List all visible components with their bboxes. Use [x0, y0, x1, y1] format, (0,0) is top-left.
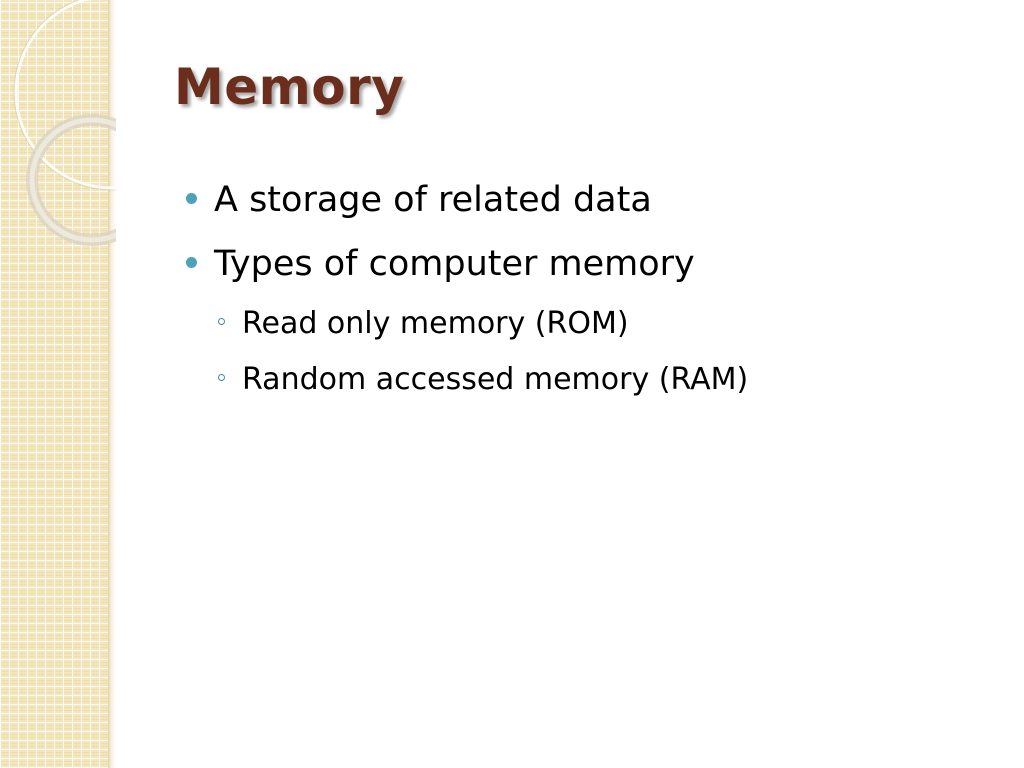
- bullet-list: A storage of related data Types of compu…: [184, 168, 984, 408]
- sub-bullet-item: Read only memory (ROM): [184, 296, 984, 352]
- sub-bullet-text: Read only memory (ROM): [242, 306, 629, 341]
- sub-bullet-item: Random accessed memory (RAM): [184, 352, 984, 408]
- sub-bullet-text: Random accessed memory (RAM): [242, 362, 749, 397]
- bullet-item: A storage of related data: [184, 168, 984, 232]
- bullet-ring-icon: [218, 318, 225, 325]
- bullet-text: A storage of related data: [214, 180, 652, 220]
- side-band-edge: [108, 0, 116, 768]
- bullet-dot-icon: [186, 193, 197, 204]
- decorative-circles: [13, 0, 116, 246]
- bullet-ring-icon: [218, 374, 225, 381]
- bullet-text: Types of computer memory: [214, 244, 695, 284]
- bullet-item: Types of computer memory: [184, 232, 984, 296]
- slide-title: Memory: [174, 58, 405, 116]
- bullet-dot-icon: [186, 257, 197, 268]
